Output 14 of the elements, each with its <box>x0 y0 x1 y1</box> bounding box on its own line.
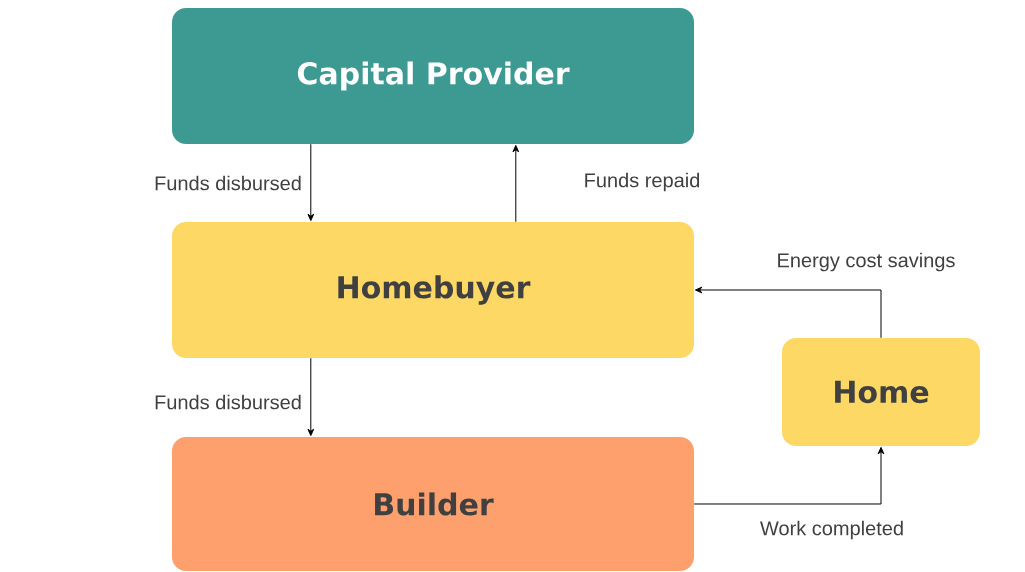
edge-label: Work completed <box>760 520 903 540</box>
arrow <box>512 144 520 223</box>
edge-label: Funds repaid <box>585 172 700 192</box>
process-box: Capital Provider <box>172 8 694 144</box>
process-box: Home <box>782 338 980 446</box>
edge-label: Funds disbursed <box>155 175 301 191</box>
process-box: Builder <box>172 437 694 571</box>
arrow <box>307 143 315 222</box>
process-box: Homebuyer <box>172 222 694 358</box>
arrow <box>694 286 882 339</box>
edge-label: Energy cost savings <box>778 252 955 272</box>
edge-label: Funds disbursed <box>155 394 301 410</box>
arrow <box>693 446 885 505</box>
arrow <box>307 357 315 437</box>
